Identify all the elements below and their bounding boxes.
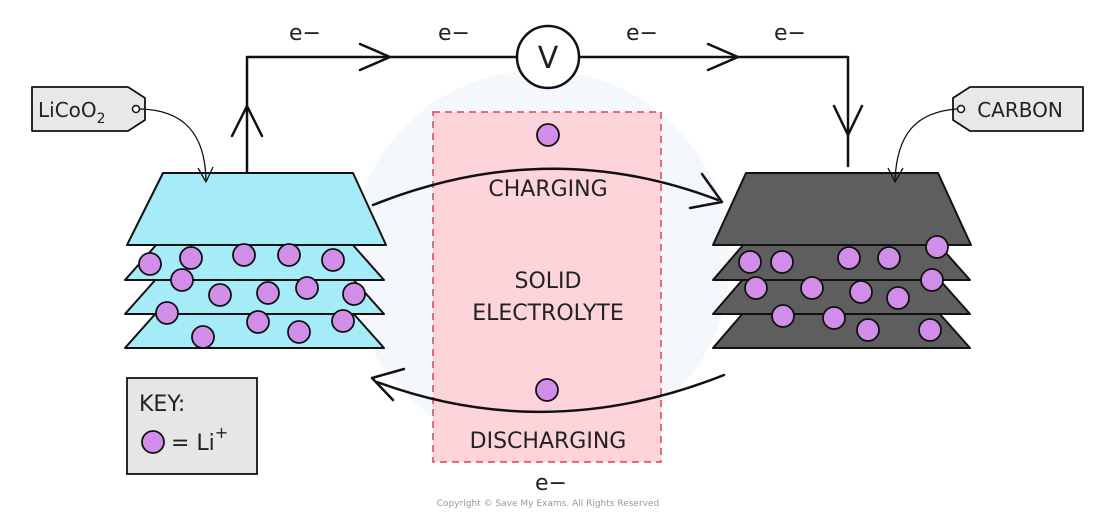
voltmeter-symbol: V <box>538 41 559 76</box>
electrolyte-label-line1: SOLID <box>515 269 582 294</box>
carbon-top-block <box>712 172 972 246</box>
electron-label-bottom: e− <box>535 471 567 496</box>
charging-arrow <box>371 167 724 210</box>
licoo2-ion <box>155 301 179 325</box>
licoo2-ions <box>138 243 366 349</box>
licoo2-ion <box>138 252 162 276</box>
carbon-ion <box>849 280 873 304</box>
licoo2-ion <box>342 282 366 306</box>
carbon-ions <box>738 235 949 342</box>
licoo2-ion <box>170 268 194 292</box>
carbon-ion <box>877 246 901 270</box>
electron-label-2: e− <box>438 21 470 46</box>
licoo2-tag: LiCoO2 <box>31 86 214 183</box>
carbon-ion <box>837 246 861 270</box>
electron-label-3: e− <box>626 21 658 46</box>
carbon-ion <box>920 268 944 292</box>
key-ion-symbol <box>141 430 165 454</box>
licoo2-ion <box>277 243 301 267</box>
carbon-electrode <box>712 172 972 349</box>
key-entry: = Li+ <box>171 423 228 456</box>
carbon-pointer-line <box>894 108 958 181</box>
key-box: KEY: = Li+ <box>126 377 258 475</box>
arrow-down-right <box>832 104 864 137</box>
licoo2-ion <box>321 248 345 272</box>
charging-arrowhead <box>688 172 724 210</box>
voltmeter: V <box>515 24 581 90</box>
licoo2-tag-text: LiCoO2 <box>38 98 106 127</box>
discharging-arrowhead <box>370 367 406 402</box>
licoo2-ion <box>232 243 256 267</box>
carbon-ion <box>925 235 949 259</box>
voltmeter-circle <box>515 24 581 90</box>
carbon-ion <box>800 276 824 300</box>
wire-right <box>577 55 850 168</box>
licoo2-pointer-line <box>139 108 207 181</box>
licoo2-ion <box>331 309 355 333</box>
key-title: KEY: <box>139 392 185 417</box>
carbon-ion <box>822 306 846 330</box>
licoo2-ion <box>191 325 215 349</box>
licoo2-ion <box>246 310 270 334</box>
carbon-pointer-head <box>887 167 904 183</box>
arrow-right-1 <box>358 42 392 72</box>
charging-curve <box>371 167 720 207</box>
licoo2-ion <box>287 320 311 344</box>
key-box-frame <box>126 377 258 475</box>
carbon-ion <box>744 276 768 300</box>
carbon-ion <box>918 318 942 342</box>
licoo2-ion <box>208 283 232 307</box>
licoo2-ion <box>256 281 280 305</box>
external-circuit <box>230 42 864 174</box>
carbon-ion <box>771 304 795 328</box>
licoo2-tag-shape <box>31 86 146 132</box>
carbon-tag-hole <box>956 104 966 114</box>
licoo2-layer-2 <box>124 243 385 281</box>
wire-left <box>245 55 519 174</box>
electrolyte-label-line2: ELECTROLYTE <box>472 301 624 326</box>
discharging-curve <box>375 373 726 414</box>
carbon-tag-shape <box>952 86 1084 132</box>
charging-label: CHARGING <box>488 177 607 202</box>
licoo2-tag-hole <box>131 104 141 114</box>
licoo2-ion <box>179 246 203 270</box>
licoo2-top-block <box>126 172 387 246</box>
arrow-up-left <box>230 104 264 138</box>
licoo2-ion <box>295 276 319 300</box>
arrow-right-2 <box>706 42 740 72</box>
carbon-tag: CARBON <box>887 86 1084 183</box>
discharging-label: DISCHARGING <box>470 429 627 454</box>
discharging-arrow <box>370 367 726 414</box>
carbon-tag-text: CARBON <box>977 98 1063 122</box>
carbon-ion <box>886 286 910 310</box>
copyright-notice: Copyright © Save My Exams. All Rights Re… <box>437 499 659 509</box>
electron-label-4: e− <box>774 21 806 46</box>
electron-label-1: e− <box>289 21 321 46</box>
migrating-ion-top <box>536 123 560 147</box>
carbon-ion <box>738 250 762 274</box>
carbon-ion <box>770 250 794 274</box>
migrating-ion-bottom <box>535 378 559 402</box>
carbon-ion <box>856 318 880 342</box>
licoo2-pointer-head <box>197 166 214 183</box>
